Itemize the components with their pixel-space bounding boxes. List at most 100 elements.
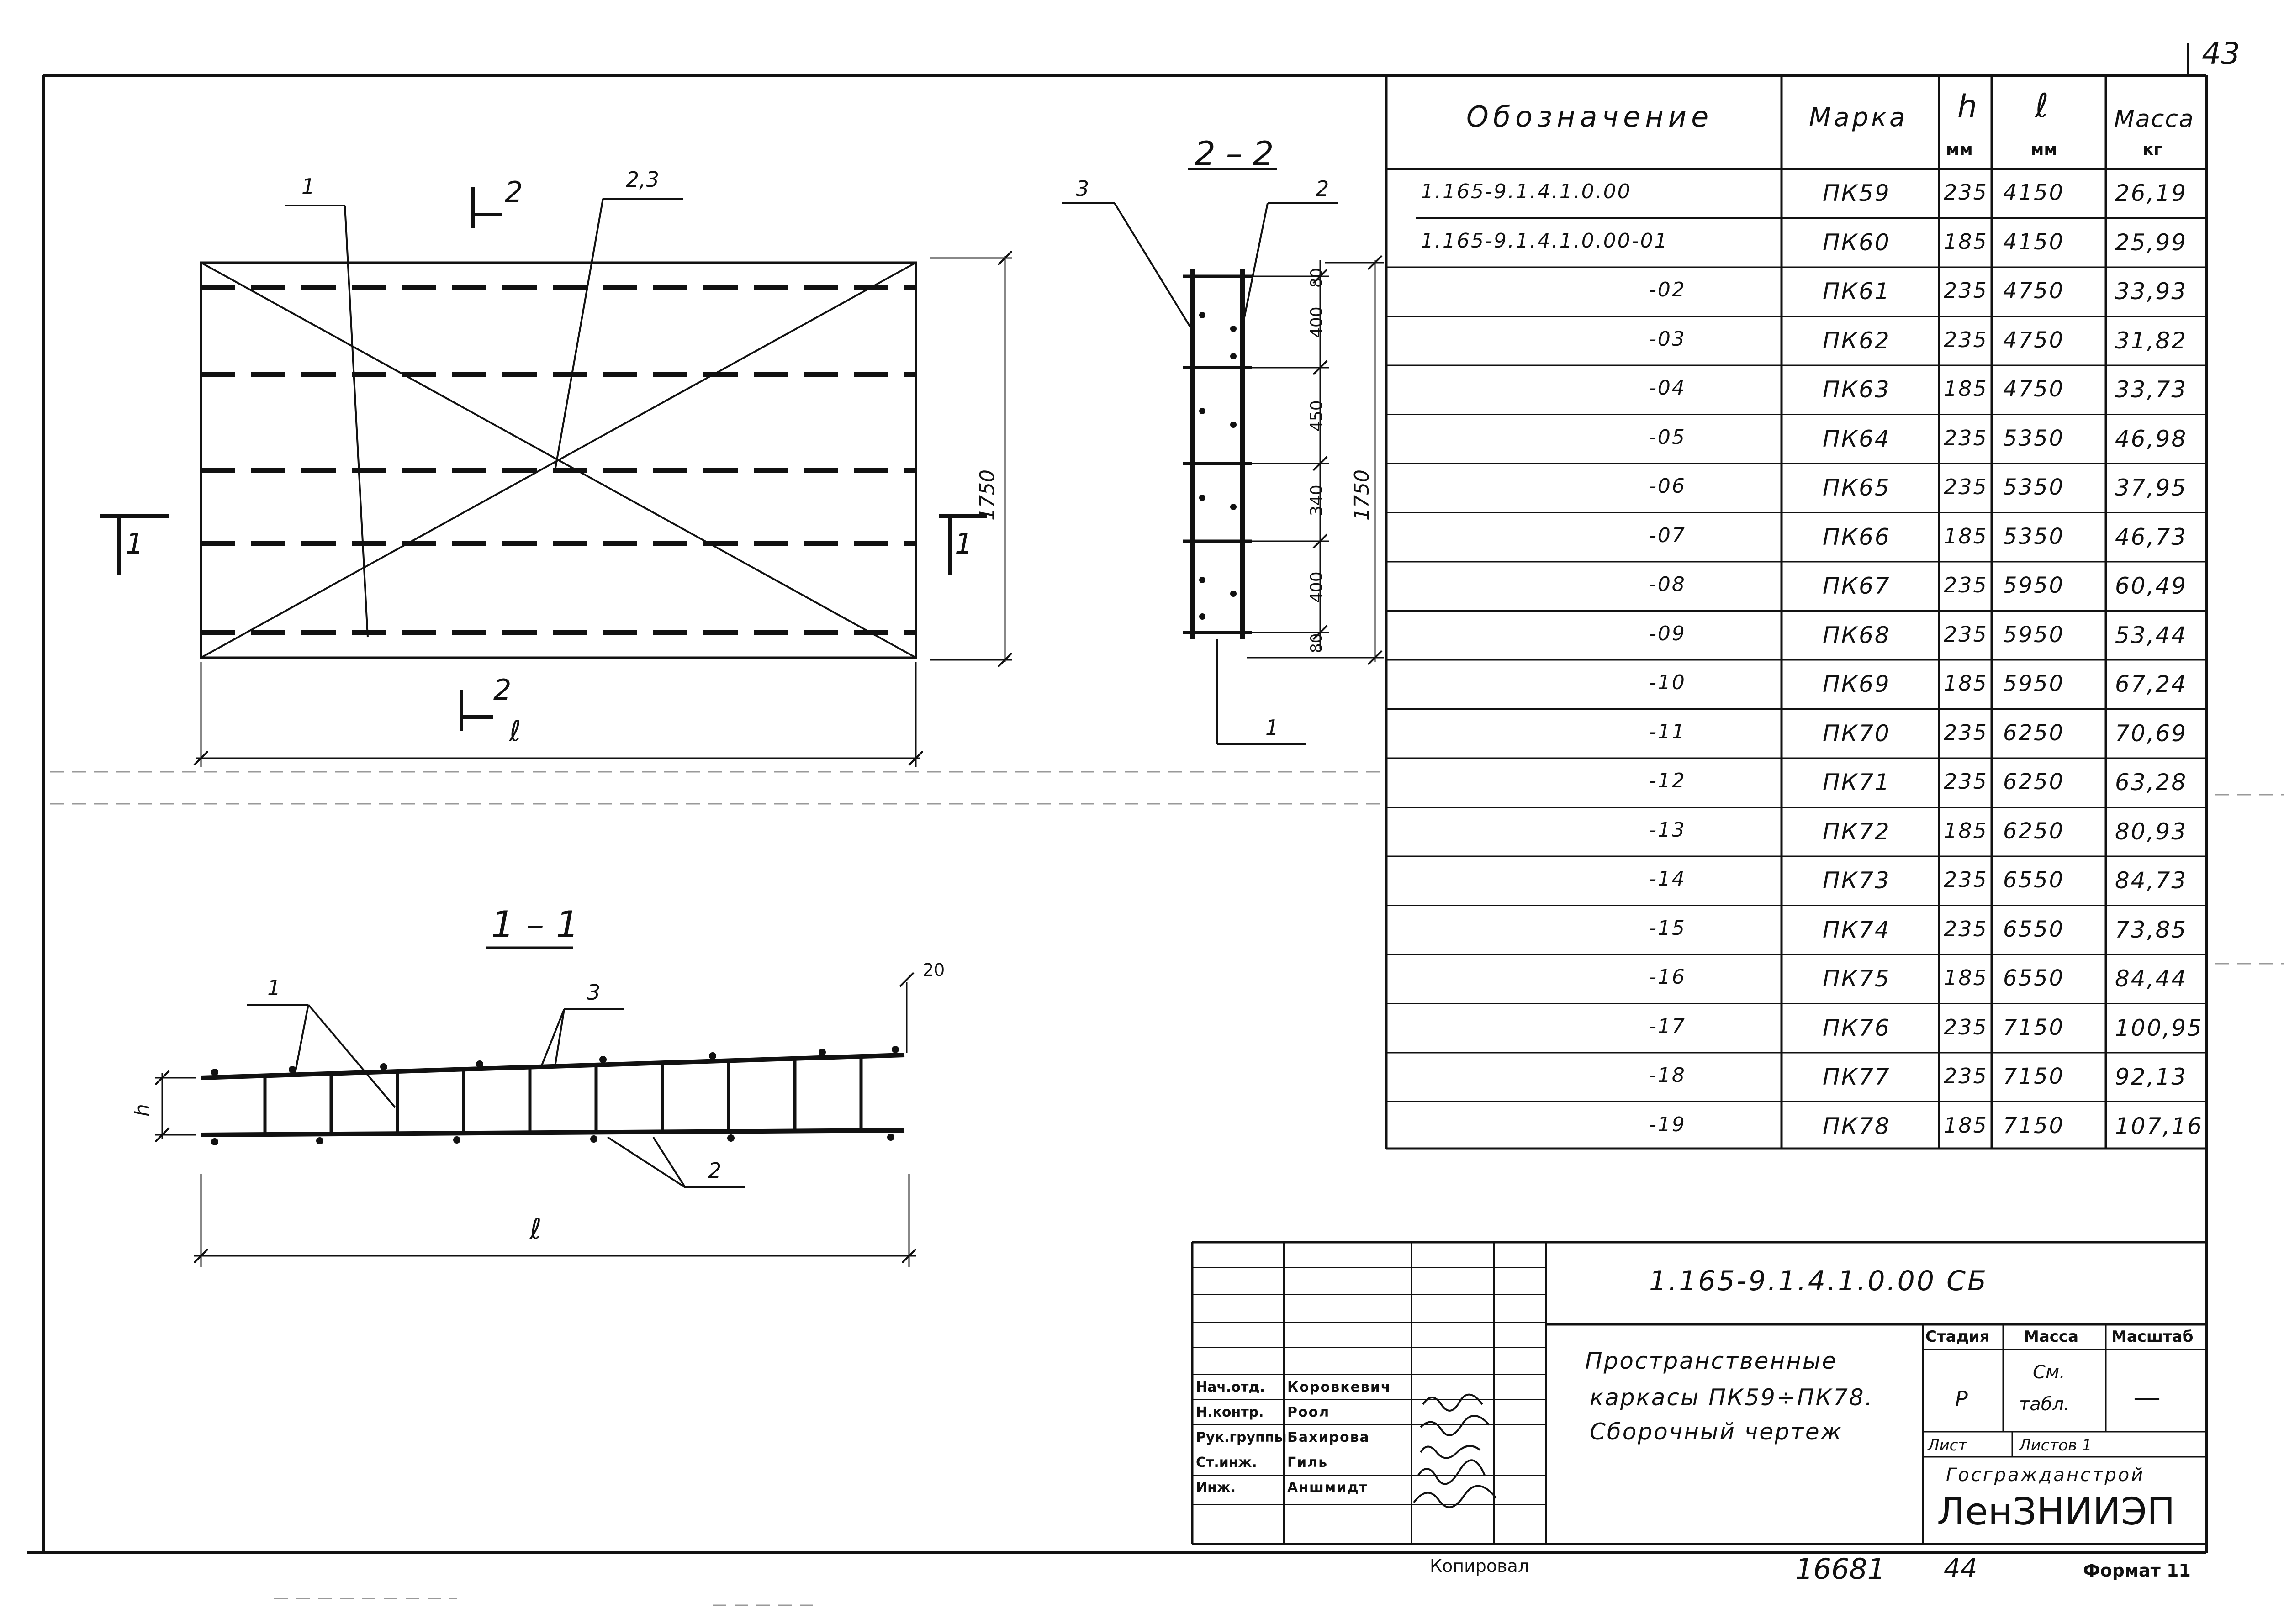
table-cell-mass: 25,99: [2115, 229, 2188, 256]
section-1-1-dim-20: 20: [923, 960, 945, 980]
plan-callout-2-3: 2,3: [626, 167, 660, 192]
section-2-2-title: 2 – 2: [1195, 134, 1274, 173]
table-cell-l: 5950: [2003, 573, 2065, 598]
staff-role: Ст.инж.: [1196, 1455, 1257, 1471]
table-cell-mark: ПК76: [1823, 1014, 1891, 1041]
table-cell-h: 235: [1944, 720, 1988, 745]
table-cell-mass: 53,44: [2115, 622, 2188, 649]
title-line-1: Пространственные: [1585, 1348, 1838, 1374]
section-2-2-callout-1: 1: [1265, 715, 1279, 740]
section-2-2-dim-400-b: 400: [1307, 571, 1326, 603]
table-cell-l: 4750: [2003, 327, 2065, 353]
table-cell-l: 7150: [2003, 1014, 2065, 1040]
table-cell-designation: -03: [1649, 327, 1686, 351]
table-cell-l: 4150: [2003, 229, 2065, 255]
sheet-number: 43: [2202, 36, 2240, 71]
table-cell-designation: 1.165-9.1.4.1.0.00: [1421, 180, 1632, 203]
table-cell-mass: 37,95: [2115, 475, 2188, 501]
table-cell-l: 4750: [2003, 376, 2065, 402]
table-cell-mass: 46,98: [2115, 425, 2188, 452]
document-code: 1.165-9.1.4.1.0.00 СБ: [1649, 1265, 1988, 1297]
table-cell-l: 6250: [2003, 720, 2065, 746]
section-2-2-dim-80-top: 80: [1307, 268, 1326, 288]
section-1-1-callout-2: 2: [708, 1158, 722, 1183]
section-1-1-callout-1: 1: [267, 975, 281, 1000]
table-cell-designation: -11: [1649, 720, 1686, 743]
table-header-mass: Масса: [2114, 105, 2194, 133]
staff-role: Инж.: [1196, 1480, 1236, 1496]
table-cell-mark: ПК74: [1823, 916, 1891, 943]
table-header-designation: Обозначение: [1466, 100, 1713, 133]
title-line-2: каркасы ПК59÷ПК78.: [1590, 1384, 1874, 1411]
table-cell-designation: -15: [1649, 916, 1686, 940]
table-cell-mass: 92,13: [2115, 1064, 2188, 1090]
organization-line-1: Госгражданстрой: [1946, 1465, 2145, 1486]
signatures: [1413, 1393, 1497, 1508]
table-cell-designation: -18: [1649, 1064, 1686, 1087]
table-cell-l: 4750: [2003, 278, 2065, 304]
format-label: Формат 11: [2083, 1561, 2191, 1581]
staff-name: Роол: [1287, 1404, 1330, 1420]
section-2-2-dim-total: 1750: [1350, 469, 1374, 521]
table-cell-h: 235: [1944, 475, 1988, 499]
table-cell-l: 5950: [2003, 671, 2065, 696]
table-cell-h: 185: [1944, 376, 1988, 401]
table-header-h-unit: мм: [1946, 140, 1973, 159]
table-cell-designation: -02: [1649, 278, 1686, 301]
table-cell-l: 6550: [2003, 916, 2065, 942]
section-1-1-dim-h: h: [131, 1104, 154, 1117]
table-cell-h: 235: [1944, 867, 1988, 892]
staff-role: Рук.группы: [1196, 1429, 1287, 1445]
table-cell-mass: 33,93: [2115, 278, 2188, 305]
table-header-l: ℓ: [2035, 86, 2049, 125]
table-cell-l: 6250: [2003, 818, 2065, 844]
table-cell-mass: 33,73: [2115, 376, 2188, 403]
table-cell-h: 235: [1944, 622, 1988, 647]
scale-value: —: [2133, 1381, 2161, 1413]
table-cell-mark: ПК61: [1823, 278, 1891, 305]
table-cell-mark: ПК68: [1823, 622, 1891, 649]
table-cell-designation: -08: [1649, 573, 1686, 596]
table-cell-mark: ПК78: [1823, 1113, 1891, 1139]
stage-value: Р: [1955, 1387, 1968, 1411]
table-cell-designation: -10: [1649, 671, 1686, 694]
plan-dim-length: ℓ: [509, 714, 521, 748]
table-cell-l: 7150: [2003, 1113, 2065, 1139]
table-cell-l: 6550: [2003, 867, 2065, 893]
section-1-1-dim-length: ℓ: [530, 1212, 542, 1245]
table-cell-l: 5950: [2003, 622, 2065, 648]
table-cell-mark: ПК60: [1823, 229, 1891, 256]
staff-role: Нач.отд.: [1196, 1379, 1265, 1395]
table-cell-designation: 1.165-9.1.4.1.0.00-01: [1421, 229, 1669, 253]
table-cell-mass: 67,24: [2115, 671, 2188, 697]
section-2-2-dim-340: 340: [1307, 485, 1326, 516]
sheets-label: Листов 1: [2019, 1436, 2092, 1455]
section-2-2-dim-80-bottom: 80: [1307, 633, 1326, 653]
table-cell-l: 4150: [2003, 180, 2065, 206]
plan-section-1-left: 1: [126, 527, 144, 560]
mass-value-1: См.: [2033, 1362, 2065, 1383]
plan-section-2-top: 2: [505, 175, 523, 209]
table-cell-designation: -06: [1649, 475, 1686, 498]
table-cell-h: 235: [1944, 425, 1988, 450]
table-cell-l: 6250: [2003, 769, 2065, 795]
scale-label: Масштаб: [2111, 1328, 2194, 1346]
table-cell-mass: 46,73: [2115, 523, 2188, 550]
table-cell-mass: 26,19: [2115, 180, 2188, 206]
mass-value-2: табл.: [2019, 1394, 2070, 1415]
organization-line-2: ЛенЗНИИЭП: [1937, 1490, 2175, 1534]
table-cell-designation: -07: [1649, 523, 1686, 547]
title-block-grid: [1191, 1241, 2206, 1545]
table-cell-h: 235: [1944, 916, 1988, 941]
stage-label: Стадия: [1925, 1328, 1990, 1346]
table-cell-mark: ПК75: [1823, 965, 1891, 992]
table-cell-h: 235: [1944, 1064, 1988, 1088]
table-cell-mass: 84,73: [2115, 867, 2188, 894]
table-cell-mass: 107,16: [2115, 1113, 2203, 1139]
staff-name: Коровкевич: [1287, 1379, 1391, 1395]
table-cell-l: 6550: [2003, 965, 2065, 991]
plan-section-2-bottom: 2: [493, 673, 512, 707]
table-cell-mark: ПК69: [1823, 671, 1891, 697]
table-cell-mark: ПК72: [1823, 818, 1891, 845]
